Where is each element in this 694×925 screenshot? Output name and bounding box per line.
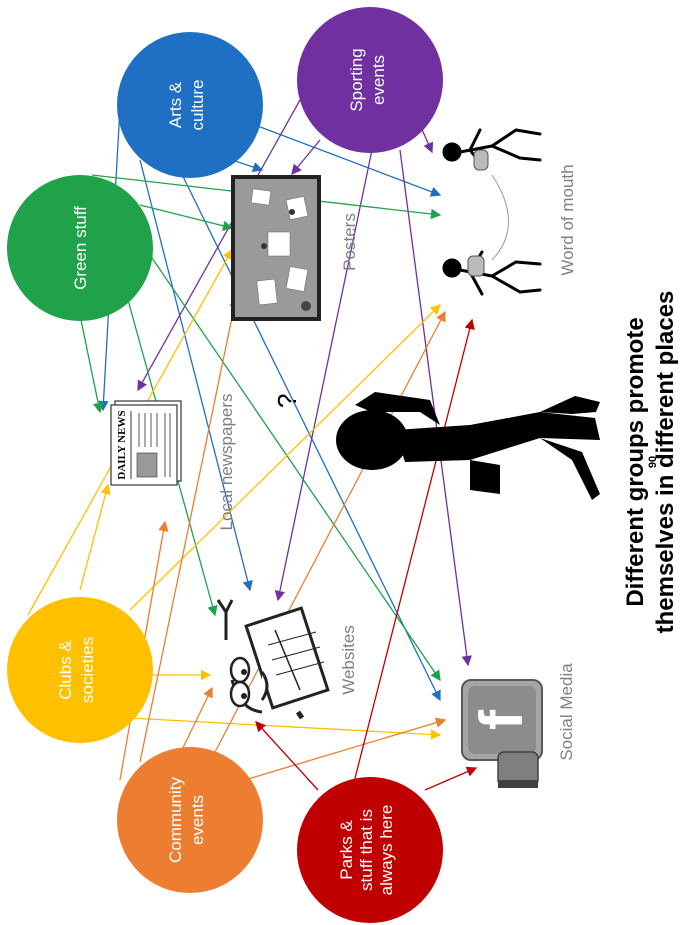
websites-label: Websites	[339, 625, 358, 695]
community-label-line1: Community	[166, 777, 185, 863]
parks-label-line1: Parks &	[337, 820, 356, 880]
clubs-label-line2: societies	[78, 637, 97, 703]
arts-label-line2: culture	[188, 79, 207, 130]
arts-label-line1: Arts &	[166, 81, 185, 128]
clubs-label-line1: Clubs &	[56, 640, 75, 700]
diagram-title-line1: Different groups promote	[622, 317, 649, 606]
word-of-mouth-icon	[442, 128, 542, 296]
sporting-label-line2: events	[369, 55, 388, 105]
social-media-thumbs-icon: f	[461, 679, 543, 788]
group-arts-culture: Arts & culture	[117, 32, 263, 178]
social-media-label: Social Media	[557, 663, 576, 761]
group-community-events: Community events	[117, 747, 263, 893]
sporting-label-line1: Sporting	[347, 48, 366, 111]
group-sporting-events: Sporting events	[297, 7, 443, 153]
laptop-website-icon	[216, 599, 330, 720]
group-clubs-societies: Clubs & societies	[7, 597, 153, 743]
diagram-title-line2: themselves in different places	[652, 291, 679, 634]
question-mark: ?	[272, 394, 302, 408]
word-of-mouth-label: Word of mouth	[558, 164, 577, 275]
parks-label-line2: stuff that is	[357, 809, 376, 891]
parks-label-line3: always here	[377, 805, 396, 896]
arrows-parks	[255, 318, 478, 791]
posters-board-icon	[231, 175, 321, 321]
talking-figure-top	[442, 128, 542, 171]
local-newspapers-label: Local newspapers	[217, 393, 236, 530]
svg-text:f: f	[468, 709, 535, 730]
green-label: Green stuff	[71, 206, 90, 290]
thinking-figure-icon: ?	[272, 392, 600, 500]
talking-figure-bottom	[442, 250, 542, 296]
posters-label: Posters	[340, 213, 359, 271]
group-green-stuff: Green stuff	[7, 175, 153, 321]
arrows-community	[119, 296, 447, 783]
newspaper-icon: DAILY NEWS	[110, 400, 182, 486]
community-label-line2: events	[188, 795, 207, 845]
group-parks: Parks & stuff that is always here	[297, 777, 443, 923]
arrows-sporting	[137, 99, 472, 667]
page-number: 90	[647, 456, 659, 468]
newspaper-masthead: DAILY NEWS	[116, 410, 128, 479]
